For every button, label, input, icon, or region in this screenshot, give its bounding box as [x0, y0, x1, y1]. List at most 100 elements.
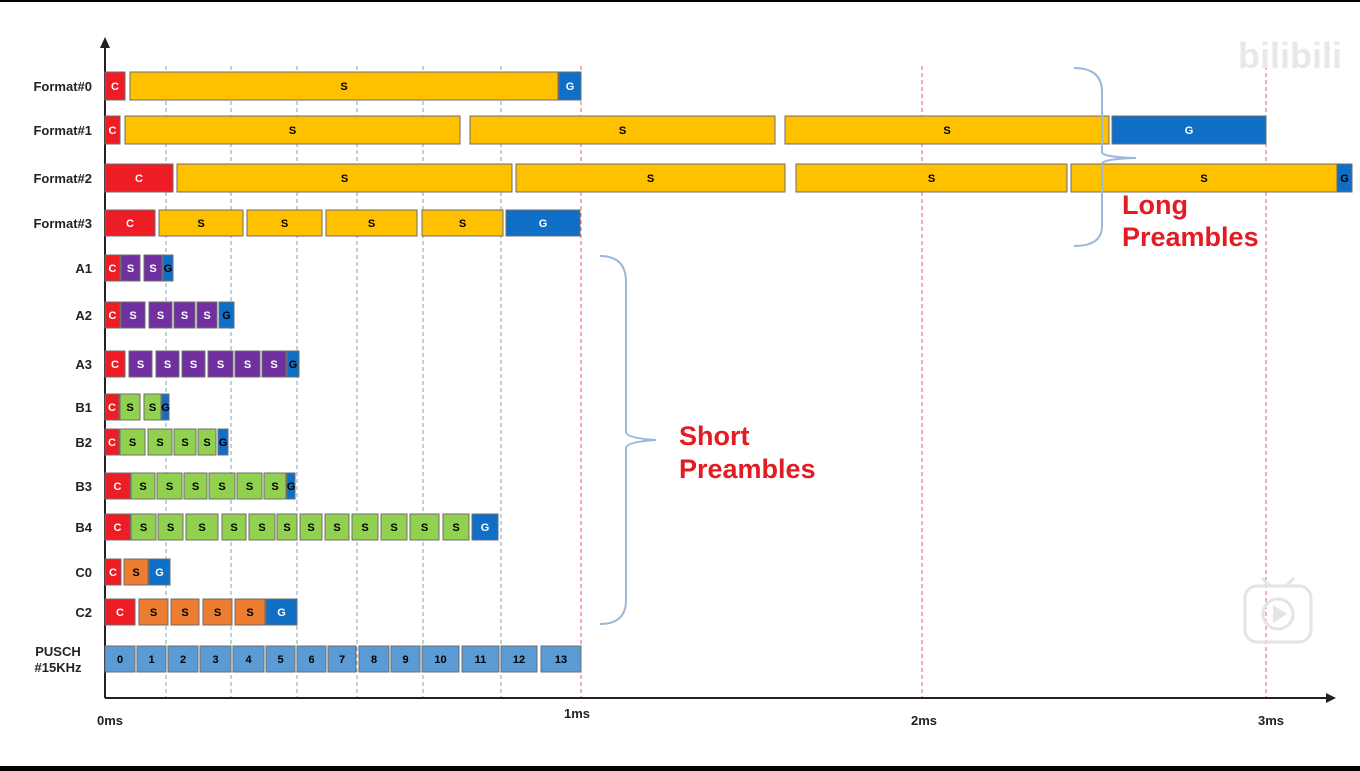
segment-label: S [258, 522, 265, 534]
segment-label: 4 [245, 654, 252, 666]
segment-s [130, 513, 157, 541]
segment-label: S [361, 522, 368, 534]
segment-label: S [181, 310, 188, 322]
segment-label: S [164, 359, 171, 371]
segment-label: S [127, 263, 134, 275]
long-preambles-label-line2: Preambles [1122, 222, 1259, 252]
segment-s [1070, 163, 1338, 193]
row-label: C2 [75, 605, 92, 620]
segment-g [161, 393, 170, 421]
segment-10 [421, 645, 460, 673]
segment-label: S [390, 522, 397, 534]
segment-s [120, 301, 146, 329]
segment-c [104, 472, 131, 500]
segment-s [276, 513, 298, 541]
segment-c [104, 209, 156, 237]
row-label: B3 [75, 479, 92, 494]
segment-s [148, 301, 173, 329]
segment-label: S [619, 125, 626, 137]
segment-s [469, 115, 776, 145]
segment-label: S [132, 567, 139, 579]
segment-label: S [459, 218, 466, 230]
segment-label: S [270, 359, 277, 371]
segment-s [143, 254, 163, 282]
segment-label: G [289, 359, 298, 371]
segment-s [324, 513, 350, 541]
segment-s [351, 513, 379, 541]
long-preambles-bracket [1073, 67, 1137, 247]
segment-label: G [222, 310, 231, 322]
segment-label: S [129, 310, 136, 322]
segment-g [218, 301, 235, 329]
segment-c [104, 598, 136, 626]
segment-s [421, 209, 504, 237]
segment-c [104, 254, 121, 282]
segment-c [104, 71, 126, 101]
segment-3 [199, 645, 232, 673]
segment-g [162, 254, 174, 282]
segment-label: S [214, 607, 221, 619]
segment-5 [265, 645, 296, 673]
segment-label: S [181, 607, 188, 619]
segment-g [558, 71, 582, 101]
segment-label: C [111, 81, 119, 93]
long-preambles-label-line1: Long [1122, 190, 1188, 220]
segment-c [104, 163, 174, 193]
segment-s [155, 350, 180, 378]
segment-s [236, 472, 263, 500]
segment-s [299, 513, 323, 541]
segment-label: C [111, 359, 119, 371]
segment-s [196, 301, 218, 329]
segment-s [157, 513, 184, 541]
row-label: PUSCH [35, 644, 81, 659]
segment-13 [540, 645, 582, 673]
segment-label: G [277, 607, 286, 619]
short-preambles-label-line1: Short [679, 421, 750, 451]
segment-s [143, 393, 162, 421]
segment-label: C [108, 402, 116, 414]
segment-s [128, 350, 153, 378]
segment-label: S [181, 437, 188, 449]
segment-12 [500, 645, 538, 673]
segment-s [207, 350, 234, 378]
segment-label: G [566, 81, 575, 93]
axis-tick-label: 0ms [97, 713, 123, 728]
segment-label: S [421, 522, 428, 534]
segment-s [173, 428, 197, 456]
row-label: B4 [75, 520, 92, 535]
segment-s [263, 472, 287, 500]
segment-s [197, 428, 217, 456]
segment-s [185, 513, 219, 541]
segment-label: G [539, 218, 548, 230]
segment-g [265, 598, 298, 626]
segment-label: S [192, 481, 199, 493]
axis-tick-label: 3ms [1258, 713, 1284, 728]
segment-s [147, 428, 173, 456]
segment-label: S [156, 437, 163, 449]
segment-label: S [140, 522, 147, 534]
segment-label: 12 [513, 654, 525, 666]
segment-label: 0 [117, 654, 123, 666]
segment-s [120, 254, 141, 282]
row-label: Format#3 [33, 216, 92, 231]
segment-label: C [109, 263, 117, 275]
segment-g [1336, 163, 1353, 193]
segment-label: C [108, 437, 116, 449]
row-label: Format#1 [33, 123, 92, 138]
segment-c [104, 513, 131, 541]
play-icon[interactable] [1243, 576, 1313, 644]
segment-c [104, 350, 126, 378]
segment-label: S [452, 522, 459, 534]
segment-label: S [246, 481, 253, 493]
segment-s [248, 513, 276, 541]
